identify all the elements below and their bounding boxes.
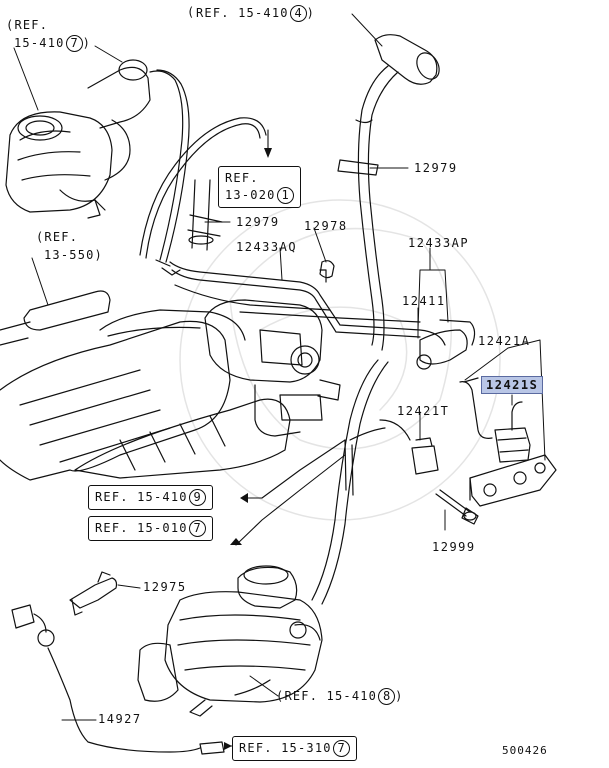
label-12979-mid[interactable]: 12979: [236, 215, 280, 229]
turbocharger-bottom: [137, 565, 323, 717]
bracket-12975: [69, 571, 118, 616]
ref-15-410-7-line2: 15-410: [14, 36, 65, 50]
label-12978[interactable]: 12978: [304, 219, 348, 233]
arrow-ref-15-410-9: [240, 493, 248, 503]
sensor-wire-14927: [11, 604, 225, 755]
ref-15-310-7-number: 7: [332, 740, 350, 757]
label-12999[interactable]: 12999: [432, 540, 476, 554]
label-12975[interactable]: 12975: [143, 580, 187, 594]
ref-13-550-line2: 13-550): [44, 248, 103, 262]
label-12421A[interactable]: 12421A: [478, 334, 531, 348]
ref-15-010-7-prefix: REF. 15-010: [95, 521, 188, 535]
label-12979-top[interactable]: 12979: [414, 161, 458, 175]
ref-15-410-8-number: 8: [378, 688, 396, 705]
label-12433AQ[interactable]: 12433AQ: [236, 240, 298, 254]
hose-lower: [311, 359, 389, 605]
ref-15-410-4-prefix: REF. 15-410: [196, 6, 289, 20]
solenoid-12411: [416, 319, 476, 370]
turbocharger-top-left: [5, 59, 151, 219]
label-12421T[interactable]: 12421T: [397, 404, 450, 418]
ref-15-010-7-number: 7: [188, 520, 206, 537]
label-14927[interactable]: 14927: [98, 712, 142, 726]
solenoid-12421S: [459, 377, 531, 463]
bracket: [469, 454, 557, 507]
ref-15-410-7-number: 7: [65, 35, 83, 52]
arrow-ref-15-310-7: [224, 742, 232, 750]
paren-open-r1: (: [187, 5, 196, 19]
ref-13-020-1-line2: 13-020: [225, 188, 276, 202]
arrows: [224, 148, 272, 750]
ref-15-410-9-prefix: REF. 15-410: [95, 490, 188, 504]
ref-15-310-7-prefix: REF. 15-310: [239, 741, 332, 755]
ref-close-paren: ): [306, 6, 316, 20]
ref-13-550-prefix: (REF.: [36, 230, 79, 244]
label-12433AP[interactable]: 12433AP: [408, 236, 470, 250]
intake-pipe-top-right: [337, 34, 440, 351]
ref-15-410-7-prefix: REF.: [14, 18, 49, 32]
ref-15-410-4-number: 4: [289, 5, 307, 22]
throttle-assembly: [204, 299, 341, 437]
intake-manifold: [0, 290, 291, 481]
leader-lines: [13, 13, 546, 747]
arrow-ref-13-020: [264, 148, 272, 158]
watermark-emblem: [179, 199, 501, 521]
hose-12979-mid: [139, 117, 267, 259]
label-12421S[interactable]: 12421S: [481, 376, 544, 394]
valve-12421T: [349, 419, 439, 475]
ref-13-020-1-number: 1: [276, 187, 294, 204]
ref-15-410-9-number: 9: [188, 489, 206, 506]
ref-15-410-8-prefix: REF. 15-410: [284, 689, 378, 703]
ref-13-020-1-prefix: REF.: [225, 171, 259, 185]
label-12411[interactable]: 12411: [402, 294, 446, 308]
hose-12979-left: [149, 69, 190, 276]
ref-13-550[interactable]: (REF. 13-550): [36, 228, 103, 264]
arrow-ref-15-010-7: [230, 538, 242, 545]
bolt-12999: [435, 489, 479, 525]
diagram-id: 500426: [502, 744, 548, 757]
